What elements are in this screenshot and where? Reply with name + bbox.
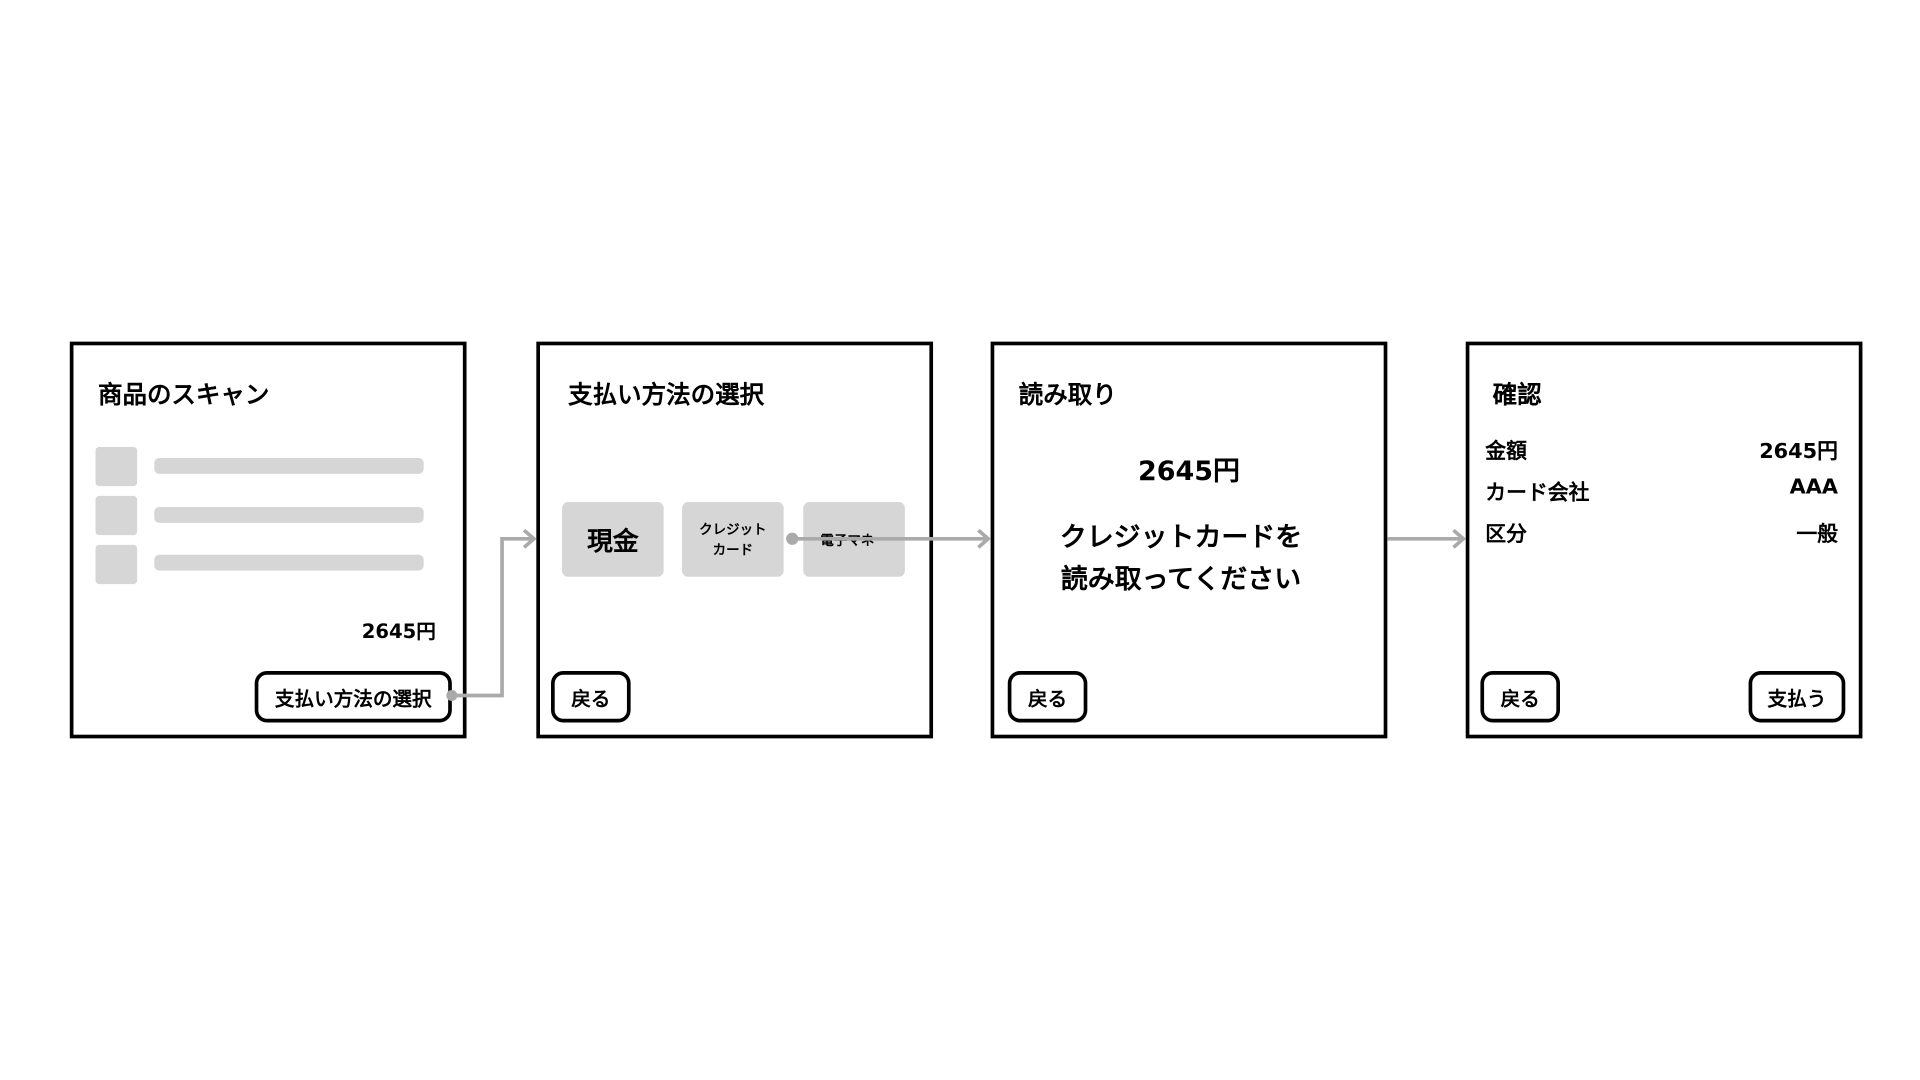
pay-button[interactable]: 支払う [1748, 671, 1846, 723]
screen-title: 読み取り [1018, 379, 1117, 409]
screen-title: 確認 [1492, 379, 1542, 409]
item-thumbnail [95, 544, 138, 585]
total-price: 2645円 [361, 619, 436, 643]
arrowhead [522, 528, 537, 549]
back-button[interactable]: 戻る [1007, 671, 1088, 723]
screen-title: 支払い方法の選択 [568, 379, 765, 409]
item-text-placeholder [154, 506, 424, 523]
back-button[interactable]: 戻る [1480, 671, 1561, 723]
connector-scan-to-payment [451, 536, 534, 698]
row-label-card-company: カード会社 [1485, 481, 1590, 506]
back-button[interactable]: 戻る [551, 671, 631, 723]
row-value-amount: 2645円 [1759, 439, 1838, 465]
screen-title: 商品のスキャン [97, 379, 270, 409]
arrowhead [977, 528, 991, 549]
item-thumbnail [95, 446, 138, 487]
instruction-line-2: 読み取ってください [1060, 564, 1302, 596]
option-credit-card[interactable]: クレジット カード [682, 502, 784, 577]
row-label-category: 区分 [1485, 522, 1527, 548]
row-value-category: 一般 [1796, 522, 1838, 548]
option-cash[interactable]: 現金 [562, 502, 664, 577]
connector-start-dot [786, 532, 799, 545]
select-payment-button[interactable]: 支払い方法の選択 [254, 671, 452, 723]
amount: 2645円 [1138, 456, 1240, 488]
instruction-line-1: クレジットカードを [1059, 522, 1303, 554]
item-thumbnail [95, 495, 138, 536]
arrowhead [1452, 528, 1467, 549]
item-text-placeholder [154, 457, 424, 474]
row-value-card-company: AAA [1789, 475, 1838, 500]
row-label-amount: 金額 [1485, 439, 1527, 465]
connector-start-dot [446, 690, 458, 702]
item-text-placeholder [154, 554, 424, 571]
